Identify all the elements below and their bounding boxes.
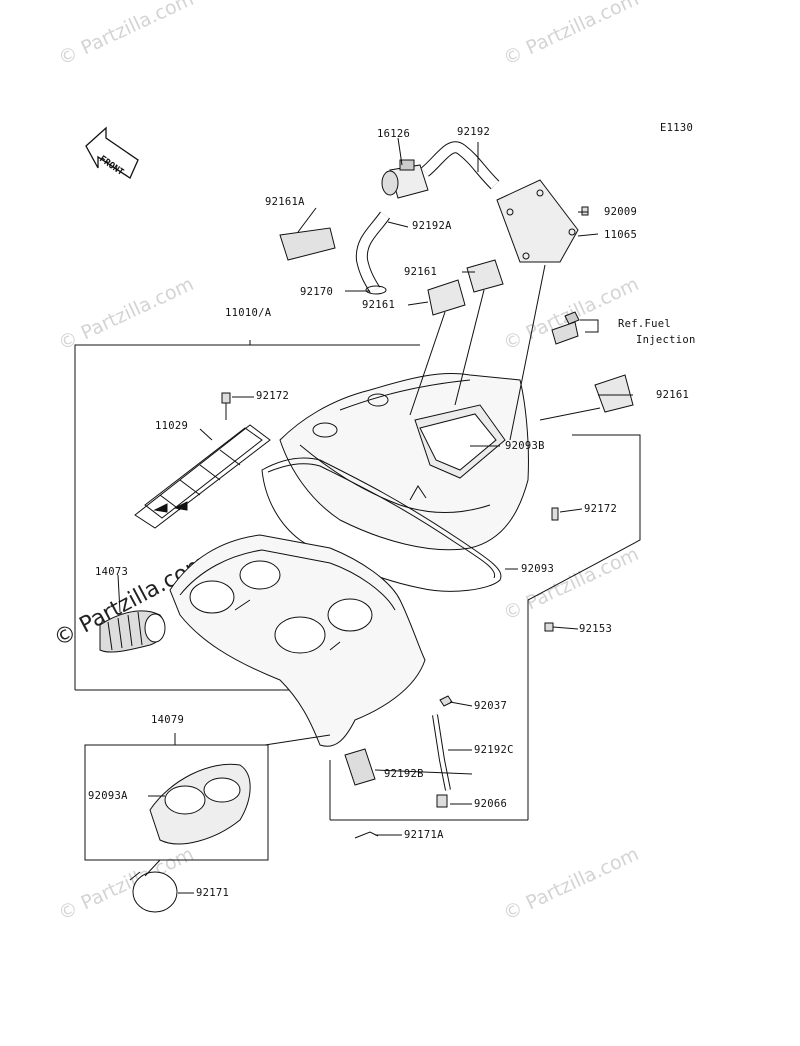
part-label-92192[interactable]: 92192 bbox=[457, 126, 491, 138]
part-label-14079[interactable]: 14079 bbox=[151, 714, 185, 726]
part-label-92093B[interactable]: 92093B bbox=[505, 440, 545, 452]
part-label-11029[interactable]: 11029 bbox=[155, 420, 189, 432]
part-label-92192A[interactable]: 92192A bbox=[412, 220, 452, 232]
part-label-92153[interactable]: 92153 bbox=[579, 623, 613, 635]
drain-cap bbox=[344, 748, 376, 786]
part-label-92170[interactable]: 92170 bbox=[300, 286, 334, 298]
part-label-16126[interactable]: 16126 bbox=[377, 128, 411, 140]
part-label-92093[interactable]: 92093 bbox=[521, 563, 555, 575]
part-label-92172[interactable]: 92172 bbox=[584, 503, 618, 515]
part-label-92066[interactable]: 92066 bbox=[474, 798, 508, 810]
diagram-code: E1130 bbox=[660, 122, 694, 134]
air-filter-element bbox=[134, 424, 271, 529]
part-label-11065[interactable]: 11065 bbox=[604, 229, 638, 241]
part-label-92161A[interactable]: 92161A bbox=[265, 196, 305, 208]
part-label-92171A[interactable]: 92171A bbox=[404, 829, 444, 841]
intake-duct bbox=[99, 610, 166, 653]
part-label-92192B[interactable]: 92192B bbox=[384, 768, 424, 780]
part-label-11010A[interactable]: 11010/A bbox=[225, 307, 272, 319]
air-cleaner-housing bbox=[169, 534, 426, 747]
part-label-92161[interactable]: 92161 bbox=[656, 389, 690, 401]
ref-note-line1: Ref.Fuel bbox=[618, 318, 671, 330]
part-label-92093A[interactable]: 92093A bbox=[88, 790, 128, 802]
injector-connector bbox=[551, 311, 580, 345]
breather-valve bbox=[381, 159, 429, 199]
filter-cover bbox=[149, 763, 251, 845]
part-label-92009[interactable]: 92009 bbox=[604, 206, 638, 218]
part-label-92171[interactable]: 92171 bbox=[196, 887, 230, 899]
part-label-92037[interactable]: 92037 bbox=[474, 700, 508, 712]
part-label-92161[interactable]: 92161 bbox=[362, 299, 396, 311]
part-label-92172[interactable]: 92172 bbox=[256, 390, 290, 402]
front-arrow-icon: FRONT bbox=[85, 126, 139, 179]
ref-note-line2: Injection bbox=[636, 334, 696, 346]
air-cleaner-cover bbox=[279, 373, 529, 551]
part-label-14073[interactable]: 14073 bbox=[95, 566, 129, 578]
part-label-92192C[interactable]: 92192C bbox=[474, 744, 514, 756]
part-label-92161[interactable]: 92161 bbox=[404, 266, 438, 278]
